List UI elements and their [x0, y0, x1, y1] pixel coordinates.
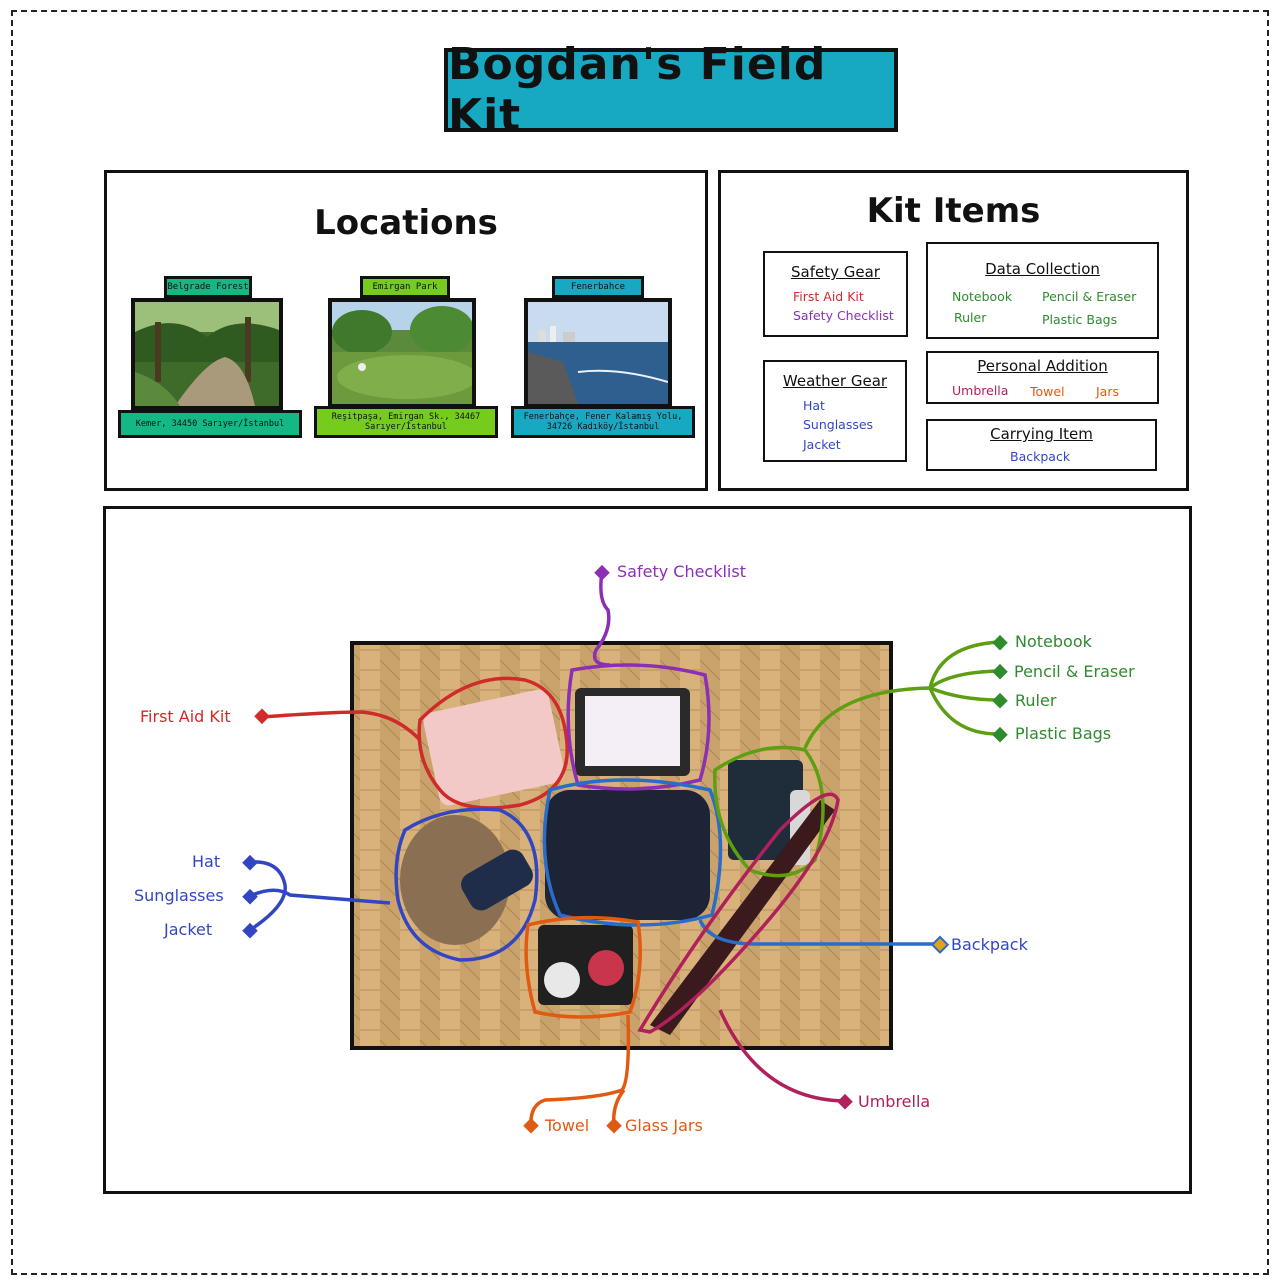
label-umbrella: Umbrella: [858, 1092, 931, 1111]
backpack-marker: [930, 935, 950, 954]
jars-item: Jars: [1096, 384, 1119, 399]
camo-hat: [400, 815, 510, 945]
park-image: [332, 302, 472, 404]
location-photo: [328, 298, 476, 408]
plastic-bags-marker: [992, 726, 1008, 743]
carrying-item-title: Carrying Item: [990, 425, 1093, 443]
personal-addition-title: Personal Addition: [977, 357, 1108, 375]
forest-image: [135, 302, 279, 406]
weather-gear-card: Weather Gear Hat Sunglasses Jacket: [763, 360, 907, 462]
carrying-item-card: Carrying Item Backpack: [926, 419, 1157, 471]
notebook-marker: [992, 634, 1008, 651]
kit-items-heading: Kit Items: [866, 191, 1041, 231]
sunglasses-case: [461, 849, 533, 911]
glass-jar-1: [544, 962, 580, 998]
data-collection-card: Data Collection Notebook Pencil & Eraser…: [926, 242, 1159, 339]
safety-gear-card: Safety Gear First Aid Kit Safety Checkli…: [763, 251, 908, 337]
sunglasses-item: Sunglasses: [803, 417, 874, 432]
label-towel: Towel: [545, 1116, 590, 1135]
backpack-item: Backpack: [1010, 449, 1071, 464]
label-safety-checklist: Safety Checklist: [617, 562, 746, 581]
label-jacket: Jacket: [164, 920, 213, 939]
first-aid-pouch: [423, 689, 565, 806]
umbrella-marker: [837, 1093, 853, 1110]
locations-heading: Locations: [314, 203, 498, 243]
glass-jar-2: [588, 950, 624, 986]
pencil-eraser-marker: [992, 663, 1008, 680]
label-notebook: Notebook: [1015, 632, 1092, 651]
towel-marker: [523, 1117, 539, 1134]
jacket-item: Jacket: [803, 437, 841, 452]
location-address: Fenerbahçe, Fener Kalamış Yolu, 34726 Ka…: [511, 406, 695, 438]
safety-checklist-marker: [594, 564, 610, 581]
page-title: Bogdan's Field Kit: [444, 39, 898, 141]
umbrella-shape: [650, 800, 835, 1035]
location-photo: [524, 298, 672, 408]
hat-marker: [242, 854, 258, 871]
glass-jars-marker: [606, 1117, 622, 1134]
first-aid-kit-marker: [254, 708, 270, 725]
weather-gear-title: Weather Gear: [782, 372, 888, 390]
notebook-shape: [728, 760, 803, 860]
plastic-bags-item: Plastic Bags: [1042, 312, 1118, 327]
label-glass-jars: Glass Jars: [625, 1116, 703, 1135]
location-address: Kemer, 34450 Sarıyer/İstanbul: [118, 410, 302, 438]
label-hat: Hat: [192, 852, 221, 871]
first-aid-kit-item: First Aid Kit: [793, 289, 864, 304]
page-frame: [11, 10, 1269, 1275]
location-name-tag: Fenerbahce: [552, 276, 644, 298]
location-address: Reşitpaşa, Emirgan Sk., 34467 Sarıyer/İs…: [314, 406, 498, 438]
tablet-screen: [585, 696, 680, 766]
backpack-shape: [545, 790, 710, 920]
label-backpack: Backpack: [951, 935, 1028, 954]
label-sunglasses: Sunglasses: [134, 886, 224, 905]
personal-addition-card: Personal Addition Umbrella Towel Jars: [926, 351, 1159, 404]
seaside-image: [528, 302, 668, 404]
location-name-tag: Emirgan Park: [360, 276, 450, 298]
safety-checklist-item: Safety Checklist: [793, 308, 894, 323]
label-pencil-eraser: Pencil & Eraser: [1014, 662, 1135, 681]
notebook-item: Notebook: [952, 289, 1013, 304]
ruler-item: Ruler: [954, 310, 987, 325]
hat-item: Hat: [803, 398, 825, 413]
pencil-eraser-item: Pencil & Eraser: [1042, 289, 1137, 304]
ruler-marker: [992, 692, 1008, 709]
sunglasses-marker: [242, 888, 258, 905]
towel-item: Towel: [1030, 384, 1065, 399]
label-plastic-bags: Plastic Bags: [1015, 724, 1112, 743]
umbrella-item: Umbrella: [952, 383, 1009, 398]
label-ruler: Ruler: [1015, 691, 1057, 710]
data-collection-title: Data Collection: [985, 260, 1100, 278]
label-first-aid-kit: First Aid Kit: [140, 707, 231, 726]
location-name-tag: Belgrade Forest: [164, 276, 252, 298]
location-photo: [131, 298, 283, 410]
safety-gear-title: Safety Gear: [791, 263, 880, 281]
